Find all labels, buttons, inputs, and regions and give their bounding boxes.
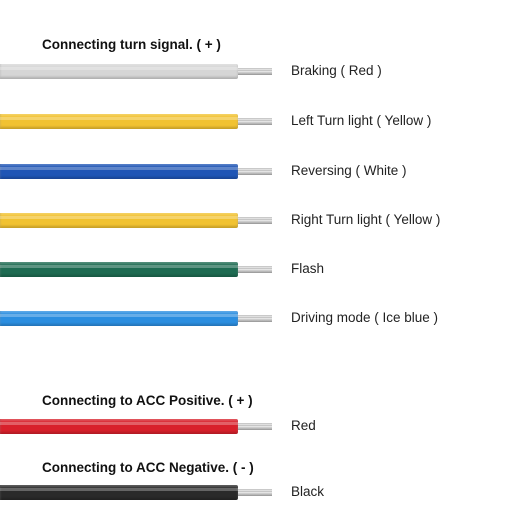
- wire-row-acc-negative: Black: [0, 483, 530, 503]
- wire-label: Reversing ( White ): [291, 163, 407, 178]
- wire-insulation: [0, 64, 238, 79]
- wire-insulation: [0, 114, 238, 129]
- wire-label: Flash: [291, 261, 325, 276]
- wire-conductor: [238, 423, 272, 430]
- wire-insulation: [0, 485, 238, 500]
- wire-label: Red: [291, 418, 316, 433]
- wire-label: Black: [291, 484, 325, 499]
- wire-insulation: [0, 213, 238, 228]
- acc-positive-heading: Connecting to ACC Positive. ( + ): [42, 393, 253, 408]
- wire-conductor: [238, 217, 272, 224]
- wire-row-acc-positive: Red: [0, 417, 530, 437]
- wire-row-flash: Flash: [0, 260, 530, 280]
- wire-conductor: [238, 68, 272, 75]
- wire-label: Right Turn light ( Yellow ): [291, 212, 441, 227]
- wire-row-braking: Braking ( Red ): [0, 62, 530, 82]
- wire-conductor: [238, 315, 272, 322]
- wire-insulation: [0, 419, 238, 434]
- wire-insulation: [0, 262, 238, 277]
- wire-row-reversing: Reversing ( White ): [0, 162, 530, 182]
- wire-conductor: [238, 118, 272, 125]
- wire-conductor: [238, 168, 272, 175]
- turn-signal-heading: Connecting turn signal. ( + ): [42, 37, 221, 52]
- wire-label: Left Turn light ( Yellow ): [291, 113, 432, 128]
- wire-insulation: [0, 311, 238, 326]
- acc-negative-heading: Connecting to ACC Negative. ( - ): [42, 460, 254, 475]
- wire-row-driving-mode: Driving mode ( Ice blue ): [0, 309, 530, 329]
- wire-label: Driving mode ( Ice blue ): [291, 310, 439, 325]
- wire-conductor: [238, 489, 272, 496]
- wire-insulation: [0, 164, 238, 179]
- wire-row-left-turn: Left Turn light ( Yellow ): [0, 112, 530, 132]
- wire-row-right-turn: Right Turn light ( Yellow ): [0, 211, 530, 231]
- wire-conductor: [238, 266, 272, 273]
- wire-label: Braking ( Red ): [291, 63, 382, 78]
